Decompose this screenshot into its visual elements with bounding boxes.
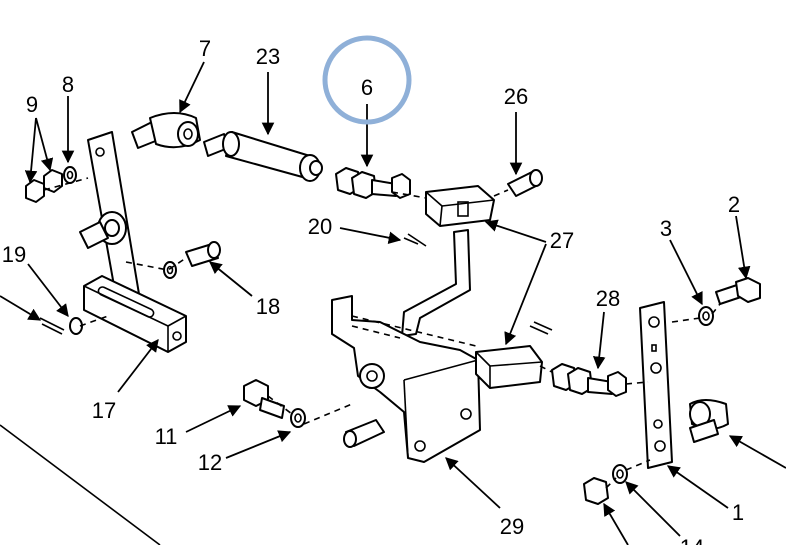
- bolt-2: [715, 277, 761, 305]
- callout-28: 28: [596, 286, 620, 311]
- callout-7: 7: [199, 36, 211, 61]
- callout-6: 6: [361, 75, 373, 100]
- bolt-11: [243, 379, 285, 419]
- right-assembly: [583, 277, 761, 505]
- highlight-circle: [322, 35, 412, 125]
- link-plate-1: [639, 301, 673, 469]
- clevis-27-bottom: [475, 345, 543, 389]
- nut-14: [583, 477, 609, 505]
- washer-8: [63, 166, 77, 184]
- bolt-28: [551, 363, 627, 397]
- pin-lower: [343, 419, 385, 448]
- cotter-pin-27: [529, 321, 553, 335]
- base-edge-line: [0, 424, 161, 545]
- cotter-pin-20: [403, 233, 427, 247]
- callout-27: 27: [550, 228, 574, 253]
- assembly-lines: [43, 177, 721, 489]
- callout-1: 1: [732, 500, 744, 525]
- center-assembly: [243, 169, 627, 463]
- callout-11: 11: [155, 424, 178, 449]
- callout-8: 8: [62, 72, 74, 97]
- callout-14: 14: [680, 535, 704, 545]
- callout-29: 29: [500, 514, 524, 539]
- nut-9a: [25, 179, 45, 203]
- rod-end-right: [689, 399, 729, 443]
- callout-20: 20: [308, 214, 332, 239]
- washer-near-17: [163, 261, 177, 279]
- leader-arrows: [0, 61, 786, 545]
- callout-2: 2: [728, 192, 740, 217]
- bolt-6: [335, 167, 411, 199]
- washer-3: [698, 306, 714, 326]
- callout-labels: 9 8 7 23 6 26 20 27 3 2 19 18 28 17 11 1…: [2, 36, 744, 545]
- callout-23: 23: [256, 44, 280, 69]
- pin-26: [507, 169, 543, 197]
- callout-26: 26: [504, 84, 528, 109]
- callout-18: 18: [256, 294, 280, 319]
- left-lever-assembly: [25, 131, 221, 353]
- washer-14: [612, 464, 628, 484]
- center-lever-arm: [401, 229, 471, 337]
- clevis-27-top: [425, 185, 495, 227]
- callout-3: 3: [660, 216, 672, 241]
- top-linkage: [131, 112, 411, 199]
- pin-18: [185, 241, 221, 267]
- callout-17: 17: [92, 398, 116, 423]
- callout-19: 19: [2, 242, 26, 267]
- callout-12: 12: [198, 450, 222, 475]
- slotted-bracket: [83, 275, 187, 353]
- callout-9: 9: [26, 92, 38, 117]
- washer-12: [290, 408, 306, 428]
